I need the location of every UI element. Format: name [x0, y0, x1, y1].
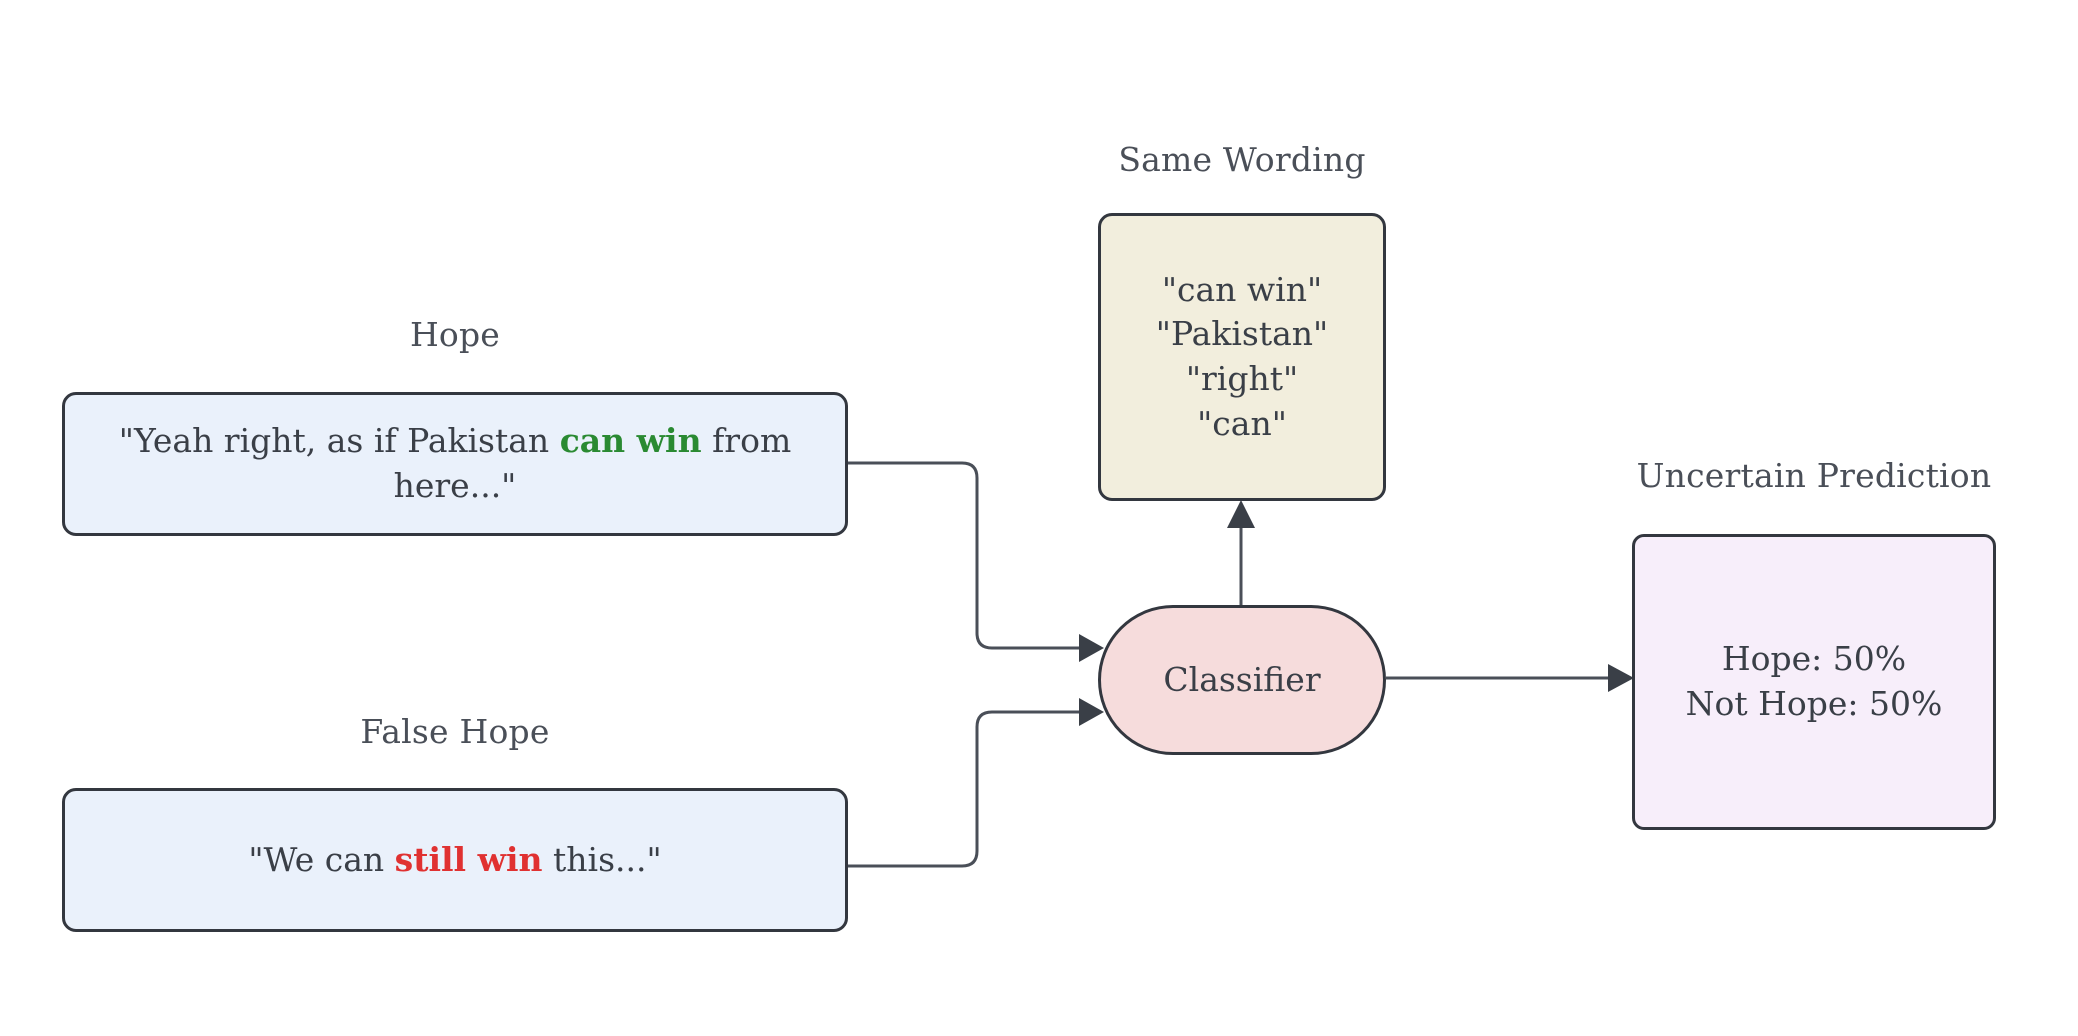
node-false-hope-text[interactable]: "We can still win this..." — [62, 788, 848, 932]
node-same-wording[interactable]: "can win" "Pakistan" "right" "can" — [1098, 213, 1386, 501]
edge-hope-to-classifier — [848, 461, 1079, 650]
classifier-label: Classifier — [1163, 659, 1321, 699]
hope-text-suffix: from here..." — [393, 421, 792, 505]
false-hope-text-suffix: this..." — [542, 839, 662, 879]
false-hope-text-prefix: "We can — [248, 839, 395, 879]
hope-text-prefix: "Yeah right, as if Pakistan — [118, 421, 560, 461]
prediction-line-hope: Hope: 50% — [1721, 639, 1907, 679]
node-caption-hope: Hope — [409, 315, 501, 354]
same-wording-line: "can win" — [1161, 269, 1323, 309]
false-hope-text-content: "We can still win this..." — [248, 838, 661, 883]
node-caption-same-wording: Same Wording — [1118, 140, 1366, 179]
hope-text-highlight: can win — [559, 421, 702, 461]
edge-hope-to-classifier-arrowhead — [1079, 634, 1104, 662]
edge-classifier-to-uncertain-prediction-arrowhead — [1608, 664, 1634, 692]
same-wording-line: "Pakistan" — [1155, 314, 1329, 354]
same-wording-line: "can" — [1197, 403, 1287, 443]
prediction-line-not-hope: Not Hope: 50% — [1685, 684, 1943, 723]
edge-false-hope-to-classifier — [848, 710, 1079, 868]
edge-classifier-to-same-wording-arrowhead — [1227, 500, 1255, 528]
node-caption-false-hope: False Hope — [360, 712, 550, 751]
hope-text-content: "Yeah right, as if Pakistan can win from… — [89, 419, 821, 508]
node-classifier[interactable]: Classifier — [1098, 605, 1386, 755]
node-uncertain-prediction[interactable]: Hope: 50% Not Hope: 50% — [1632, 534, 1996, 830]
node-hope-text[interactable]: "Yeah right, as if Pakistan can win from… — [62, 392, 848, 536]
node-caption-uncertain-prediction: Uncertain Prediction — [1636, 456, 1992, 495]
same-wording-line: "right" — [1185, 359, 1299, 398]
false-hope-text-highlight: still win — [394, 839, 543, 879]
edge-false-hope-to-classifier-arrowhead — [1079, 698, 1104, 726]
